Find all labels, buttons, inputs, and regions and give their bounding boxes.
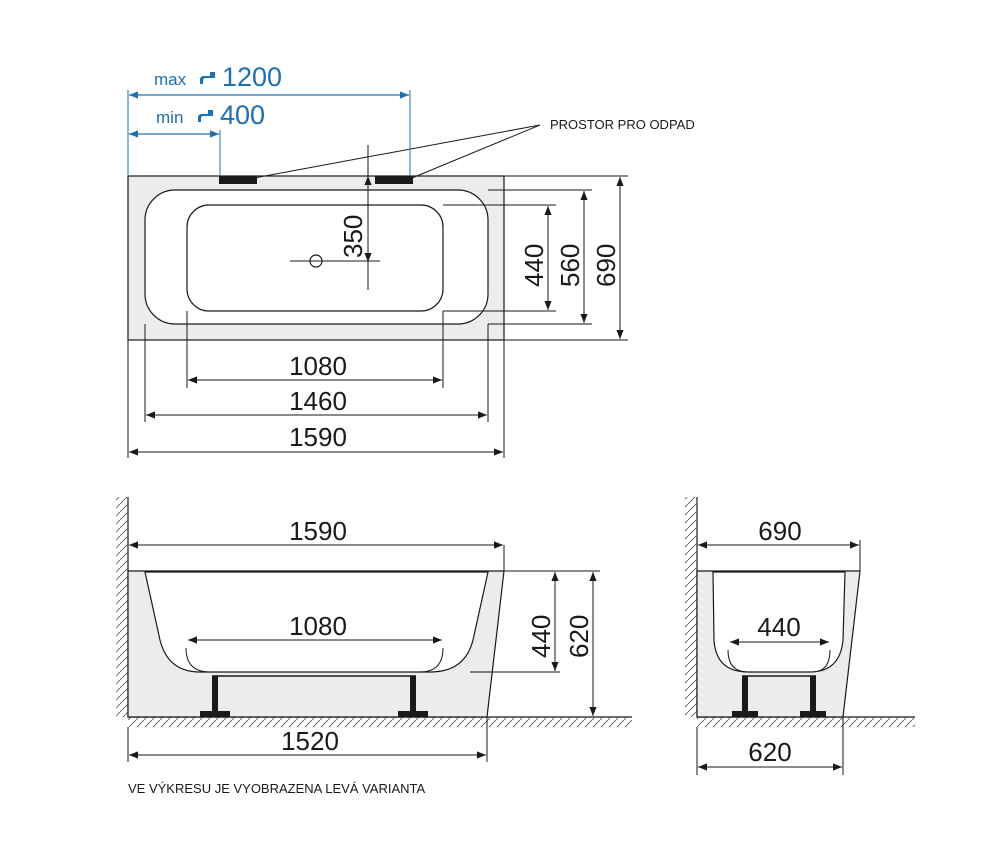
- faucet-icon: [198, 110, 213, 122]
- dim-440-top: 440: [519, 244, 549, 287]
- dim-1590-front: 1590: [289, 516, 347, 546]
- dim-1520-front: 1520: [281, 726, 339, 756]
- front-view: 1590 1080 440 620 1520: [116, 497, 632, 762]
- tub-basin-front: [144, 571, 489, 673]
- leg-side-left: [742, 676, 748, 714]
- dim-440-side: 440: [757, 612, 800, 642]
- dim-440-front: 440: [526, 615, 556, 658]
- dim-620-side: 620: [748, 737, 791, 767]
- drain-space-right: [375, 176, 413, 184]
- leg-front-left: [212, 676, 218, 714]
- drain-callout: PROSTOR PRO ODPAD: [550, 117, 695, 132]
- max-label: max: [154, 70, 187, 89]
- dim-560-top: 560: [555, 244, 585, 287]
- dim-690-top: 690: [591, 244, 621, 287]
- drain-space-left: [219, 176, 257, 184]
- top-view: 350 PROSTOR PRO ODPAD max 1200 min 400: [127, 62, 695, 458]
- dim-620-front: 620: [564, 615, 594, 658]
- dim-350: 350: [338, 215, 368, 258]
- leg-front-right: [410, 676, 416, 714]
- leg-side-right: [810, 676, 816, 714]
- dim-1080-front: 1080: [289, 611, 347, 641]
- max-value: 1200: [222, 62, 282, 92]
- dim-1460-top: 1460: [289, 386, 347, 416]
- variant-note: VE VÝKRESU JE VYOBRAZENA LEVÁ VARIANTA: [128, 781, 425, 796]
- dim-1590-top: 1590: [289, 422, 347, 452]
- dim-690-side: 690: [758, 516, 801, 546]
- faucet-icon: [200, 72, 215, 84]
- min-value: 400: [220, 100, 265, 130]
- min-label: min: [156, 108, 183, 127]
- dim-1080-top: 1080: [289, 351, 347, 381]
- side-view: 690 440 620: [685, 497, 915, 775]
